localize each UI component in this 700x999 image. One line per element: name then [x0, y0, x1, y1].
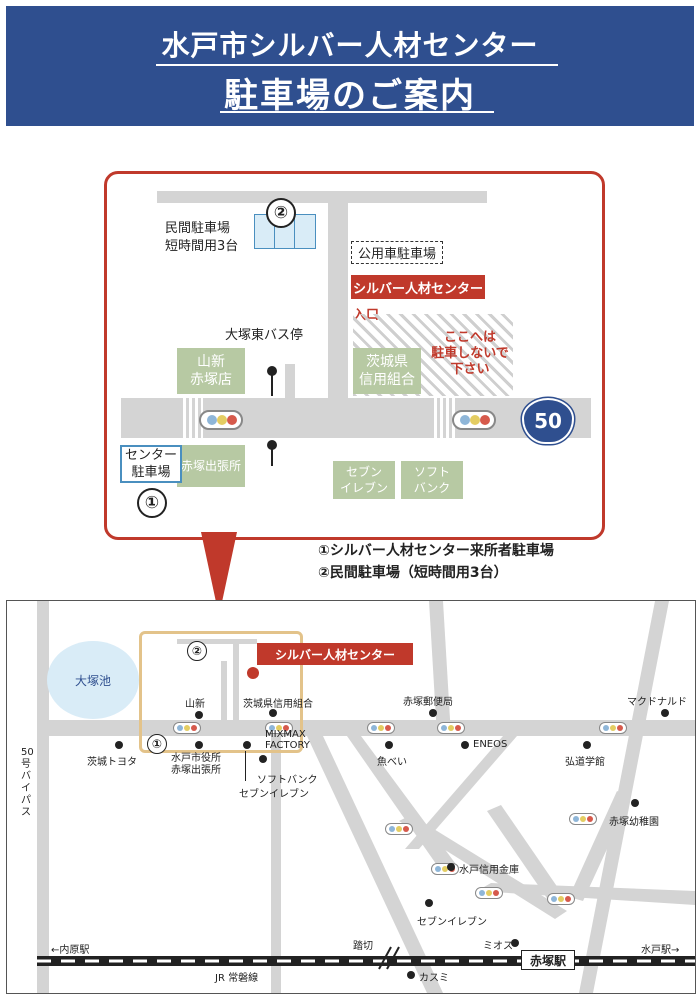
- jr-joban-line-label: JR 常磐線: [215, 973, 259, 984]
- level-crossing-label: 踏切: [353, 941, 373, 952]
- legend-item-1: ①シルバー人材センター来所者駐車場: [318, 543, 554, 559]
- traffic-signal-icon: [475, 887, 503, 899]
- poi-kodo-label: 弘道学館: [565, 757, 605, 768]
- traffic-signal-icon: [385, 823, 413, 835]
- poi-dot: [631, 799, 639, 807]
- private-lot-label: 民間駐車場: [165, 221, 231, 236]
- poi-kindergarten-label: 赤塚幼稚園: [609, 817, 659, 828]
- poi-dot: [269, 709, 277, 717]
- subtitle-underline: [220, 111, 494, 113]
- road-vertical: [328, 191, 348, 401]
- mito-station-label: 水戸駅→: [641, 945, 680, 956]
- traffic-signal-icon: [599, 722, 627, 734]
- poi-dot: [115, 741, 123, 749]
- bus-stop-pole: [271, 448, 273, 466]
- yamashin-store: 山新 赤塚店: [177, 348, 245, 394]
- bus-stop-label: 大塚東バス停: [225, 328, 304, 343]
- poi-dot: [429, 709, 437, 717]
- traffic-signal-icon: [265, 722, 293, 734]
- otsuka-pond: 大塚池: [47, 641, 139, 719]
- bus-stop-icon: [267, 440, 277, 450]
- bus-stop-icon: [267, 366, 277, 376]
- poi-mcdonalds-label: マクドナルド: [627, 697, 687, 708]
- marker-2: ②: [187, 641, 207, 661]
- akatsuka-station: 赤塚駅: [521, 950, 575, 970]
- poi-dot: [259, 755, 267, 763]
- poi-kasumi-label: カスミ: [419, 973, 449, 984]
- akatsuka-branch-office: 赤塚出張所: [177, 445, 245, 487]
- center-location-dot: [247, 667, 259, 679]
- traffic-signal-icon: [173, 722, 201, 734]
- poi-dot: [243, 741, 251, 749]
- detail-map: ② 民間駐車場 短時間用3台 公用車駐車場 シルバー人材センター 入口 ここへは…: [104, 171, 605, 540]
- private-parking-lot: [254, 214, 316, 249]
- traffic-signal-icon: [547, 893, 575, 905]
- poi-dot: [385, 741, 393, 749]
- poi-toyota-label: 茨城トヨタ: [87, 757, 137, 768]
- poi-dot: [407, 971, 415, 979]
- crosswalk-left: [183, 398, 203, 438]
- road-top: [157, 191, 487, 203]
- marker-1: ①: [147, 734, 167, 754]
- poi-mixmax-label: MIXMAX FACTORY: [265, 729, 310, 751]
- page-subtitle: 駐車場のご案内: [224, 76, 476, 116]
- poi-city-hall-branch-label: 水戸市役所 赤塚出張所: [171, 753, 221, 776]
- poi-uobei-label: 魚べい: [377, 757, 407, 768]
- public-car-lot: 公用車駐車場: [351, 241, 444, 264]
- bypass-50-label: 50号バイパス: [21, 747, 34, 818]
- softbank-shop: ソフト バンク: [401, 461, 463, 499]
- poi-dot: [195, 741, 203, 749]
- legend: ①シルバー人材センター来所者駐車場 ②民間駐車場（短時間用3台）: [318, 540, 554, 584]
- poi-seven-eleven-label: セブンイレブン: [417, 917, 487, 928]
- callout-pointer: [201, 532, 237, 616]
- marker-2: ②: [266, 198, 296, 228]
- uchihara-station-label: ←内原駅: [51, 945, 90, 956]
- poi-dot: [661, 709, 669, 717]
- traffic-signal-icon: [569, 813, 597, 825]
- overview-roads: [37, 601, 695, 993]
- road-side: [285, 364, 295, 400]
- poi-shinkin-label: 水戸信用金庫: [459, 865, 519, 876]
- seven-eleven: セブン イレブン: [333, 461, 395, 499]
- center-parking-lot: センター 駐車場: [120, 445, 182, 483]
- private-lot-sub: 短時間用3台: [165, 239, 239, 254]
- center-label: シルバー人材センター: [257, 643, 413, 665]
- poi-eneos-label: ENEOS: [473, 739, 508, 750]
- poi-dot: [447, 863, 455, 871]
- header-banner: 水戸市シルバー人材センター 駐車場のご案内: [6, 6, 694, 126]
- legend-item-2: ②民間駐車場（短時間用3台）: [318, 565, 508, 581]
- poi-softbank-label: ソフトバンク: [257, 775, 318, 786]
- route-50-shield-icon: 50: [522, 398, 574, 444]
- traffic-signal-icon: [452, 410, 496, 430]
- bus-stop-pole: [271, 374, 273, 396]
- crosswalk-right: [434, 398, 456, 438]
- marker-1: ①: [137, 488, 167, 518]
- poi-post-office-label: 赤塚郵便局: [403, 697, 453, 708]
- poi-dot: [583, 741, 591, 749]
- poi-yamashin-label: 山新: [185, 699, 205, 710]
- no-parking-note: ここへは 駐車しないで 下さい: [431, 330, 509, 377]
- traffic-signal-icon: [367, 722, 395, 734]
- leader-line: [245, 751, 246, 781]
- center-label: シルバー人材センター: [351, 275, 485, 299]
- page-title: 水戸市シルバー人材センター: [161, 29, 539, 62]
- poi-mios-label: ミオス: [483, 941, 513, 952]
- poi-dot: [461, 741, 469, 749]
- ibaraki-credit-union: 茨城県 信用組合: [353, 348, 421, 394]
- overview-map: 大塚池 シルバー人材センター ② ① 山新 茨城県信用組合 赤塚郵便局 マクドナ…: [6, 600, 696, 994]
- poi-dot: [511, 939, 519, 947]
- poi-dot: [425, 899, 433, 907]
- poi-seven-eleven-label: セブンイレブン: [239, 789, 309, 800]
- detail-area-highlight: [139, 631, 303, 753]
- title-underline: [156, 64, 558, 66]
- traffic-signal-icon: [199, 410, 243, 430]
- traffic-signal-icon: [437, 722, 465, 734]
- poi-dot: [195, 711, 203, 719]
- poi-ibaraki-bank-label: 茨城県信用組合: [243, 699, 313, 710]
